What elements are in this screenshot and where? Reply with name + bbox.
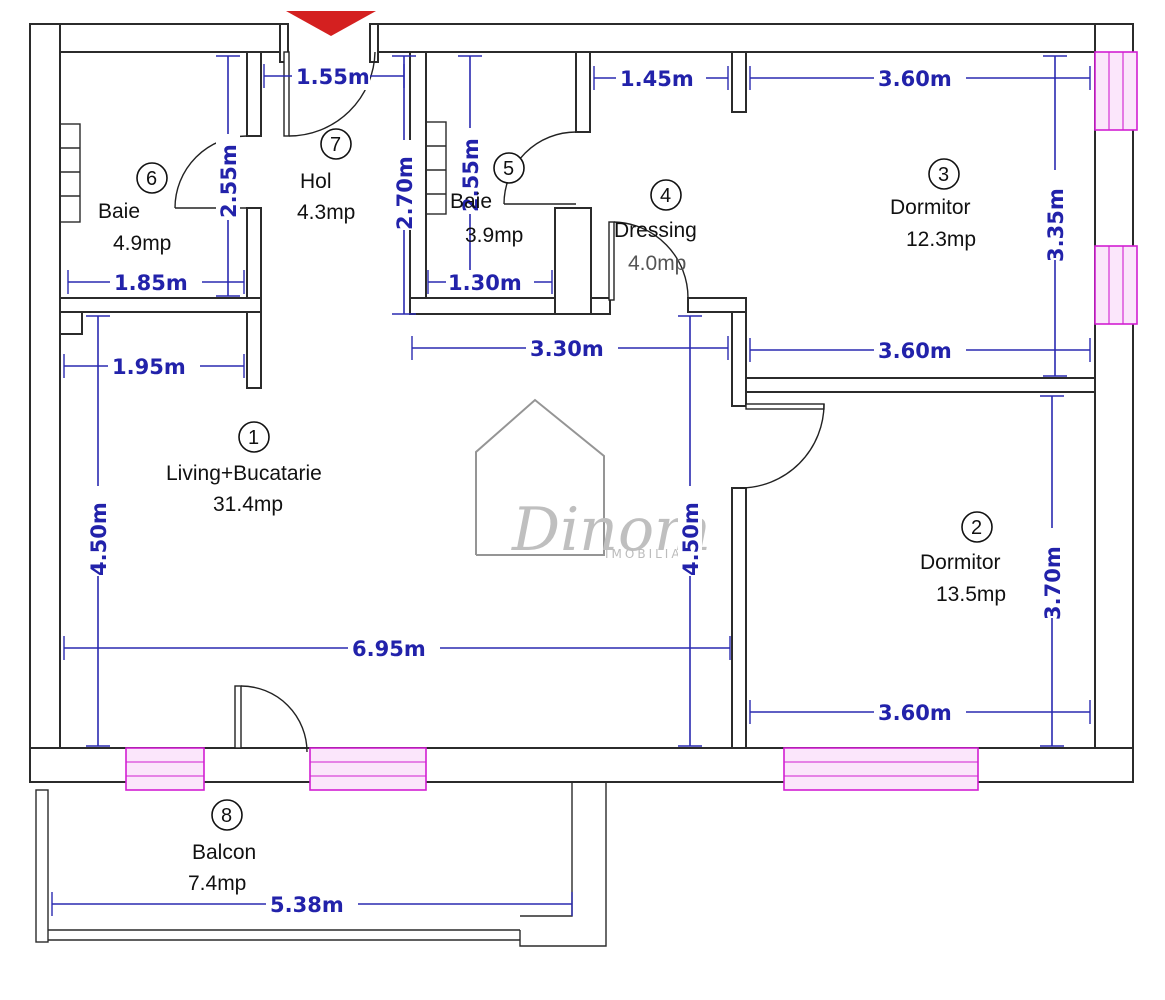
room-number: 2 xyxy=(971,517,982,539)
dim-living-top-right: 3.30m xyxy=(530,337,604,361)
dim-baie6-height: 2.55m xyxy=(217,144,241,218)
dim-baie6-width: 1.85m xyxy=(114,271,188,295)
dim-dorm3-bottom: 3.60m xyxy=(878,339,952,363)
dim-dressing-top: 1.45m xyxy=(620,67,694,91)
dim-balcon-width: 5.38m xyxy=(270,893,344,917)
room-hol: 7 Hol 4.3mp xyxy=(297,128,355,224)
room-number-badge xyxy=(961,511,993,543)
room-area: 13.5mp xyxy=(936,583,1006,606)
interior-walls xyxy=(59,23,1096,749)
room-dormitor-2: 2 Dormitor 13.5mp xyxy=(920,511,1006,606)
room-number-badge xyxy=(238,421,270,453)
dim-baie5-width: 1.30m xyxy=(448,271,522,295)
dim-dorm2-width: 3.60m xyxy=(878,701,952,725)
dim-baie5-height: 2.55m xyxy=(459,138,483,212)
room-name: Baie xyxy=(98,200,140,223)
entrance-arrow-icon xyxy=(286,11,376,36)
dim-hol-width: 1.55m xyxy=(296,65,370,89)
balcony-outline xyxy=(35,781,607,947)
room-number: 5 xyxy=(503,158,514,180)
room-name: Living+Bucatarie xyxy=(166,462,322,485)
room-number: 1 xyxy=(248,427,259,449)
room-area: 4.0mp xyxy=(628,252,686,275)
room-number: 6 xyxy=(146,168,157,190)
room-labels: 1 Living+Bucatarie 31.4mp 2 Dormitor 13.… xyxy=(98,128,1006,895)
windows xyxy=(125,51,1138,791)
dim-living-width: 6.95m xyxy=(352,637,426,661)
watermark-subtitle: IMOBILIARE xyxy=(605,547,704,561)
room-number-badge xyxy=(320,128,352,160)
room-number-badge xyxy=(493,152,525,184)
room-baie-6: 6 Baie 4.9mp xyxy=(98,162,171,255)
room-area: 31.4mp xyxy=(213,493,283,516)
room-name: Dormitor xyxy=(890,196,971,219)
room-name: Hol xyxy=(300,170,332,193)
room-number-badge xyxy=(136,162,168,194)
room-number-badge xyxy=(211,799,243,831)
room-baie-5: 5 Baie 3.9mp xyxy=(450,152,525,247)
room-dressing: 4 Dressing 4.0mp xyxy=(614,179,697,275)
dim-dorm3-height: 3.35m xyxy=(1044,188,1068,262)
room-name: Dormitor xyxy=(920,551,1001,574)
dim-living-height-right: 4.50m xyxy=(679,502,703,576)
room-number: 4 xyxy=(660,185,671,207)
room-name: Balcon xyxy=(192,841,256,864)
room-area: 12.3mp xyxy=(906,228,976,251)
dim-dorm3-top: 3.60m xyxy=(878,67,952,91)
watermark: Dinom IMOBILIARE xyxy=(475,398,711,565)
room-number-badge xyxy=(928,158,960,190)
room-name: Baie xyxy=(450,190,492,213)
room-name: Dressing xyxy=(614,219,697,242)
room-area: 4.3mp xyxy=(297,201,355,224)
dim-living-top-left: 1.95m xyxy=(112,355,186,379)
room-number: 8 xyxy=(221,805,232,827)
room-area: 4.9mp xyxy=(113,232,171,255)
room-living: 1 Living+Bucatarie 31.4mp xyxy=(166,421,322,516)
room-area: 3.9mp xyxy=(465,224,523,247)
dim-dorm2-height: 3.70m xyxy=(1041,546,1065,620)
room-number-badge xyxy=(650,179,682,211)
room-balcon: 8 Balcon 7.4mp xyxy=(188,799,256,895)
room-number: 7 xyxy=(330,134,341,156)
room-dormitor-3: 3 Dormitor 12.3mp xyxy=(890,158,976,251)
room-area: 7.4mp xyxy=(188,872,246,895)
exterior-walls xyxy=(29,23,1134,783)
watermark-brand: Dinom xyxy=(511,495,711,565)
dimension-labels: 1.55m 1.45m 3.60m 1.85m 1.30m 1.95m 3.30… xyxy=(86,64,1068,918)
dim-living-height-left: 4.50m xyxy=(87,502,111,576)
room-number: 3 xyxy=(938,164,949,186)
dim-hol-height: 2.70m xyxy=(393,156,417,230)
